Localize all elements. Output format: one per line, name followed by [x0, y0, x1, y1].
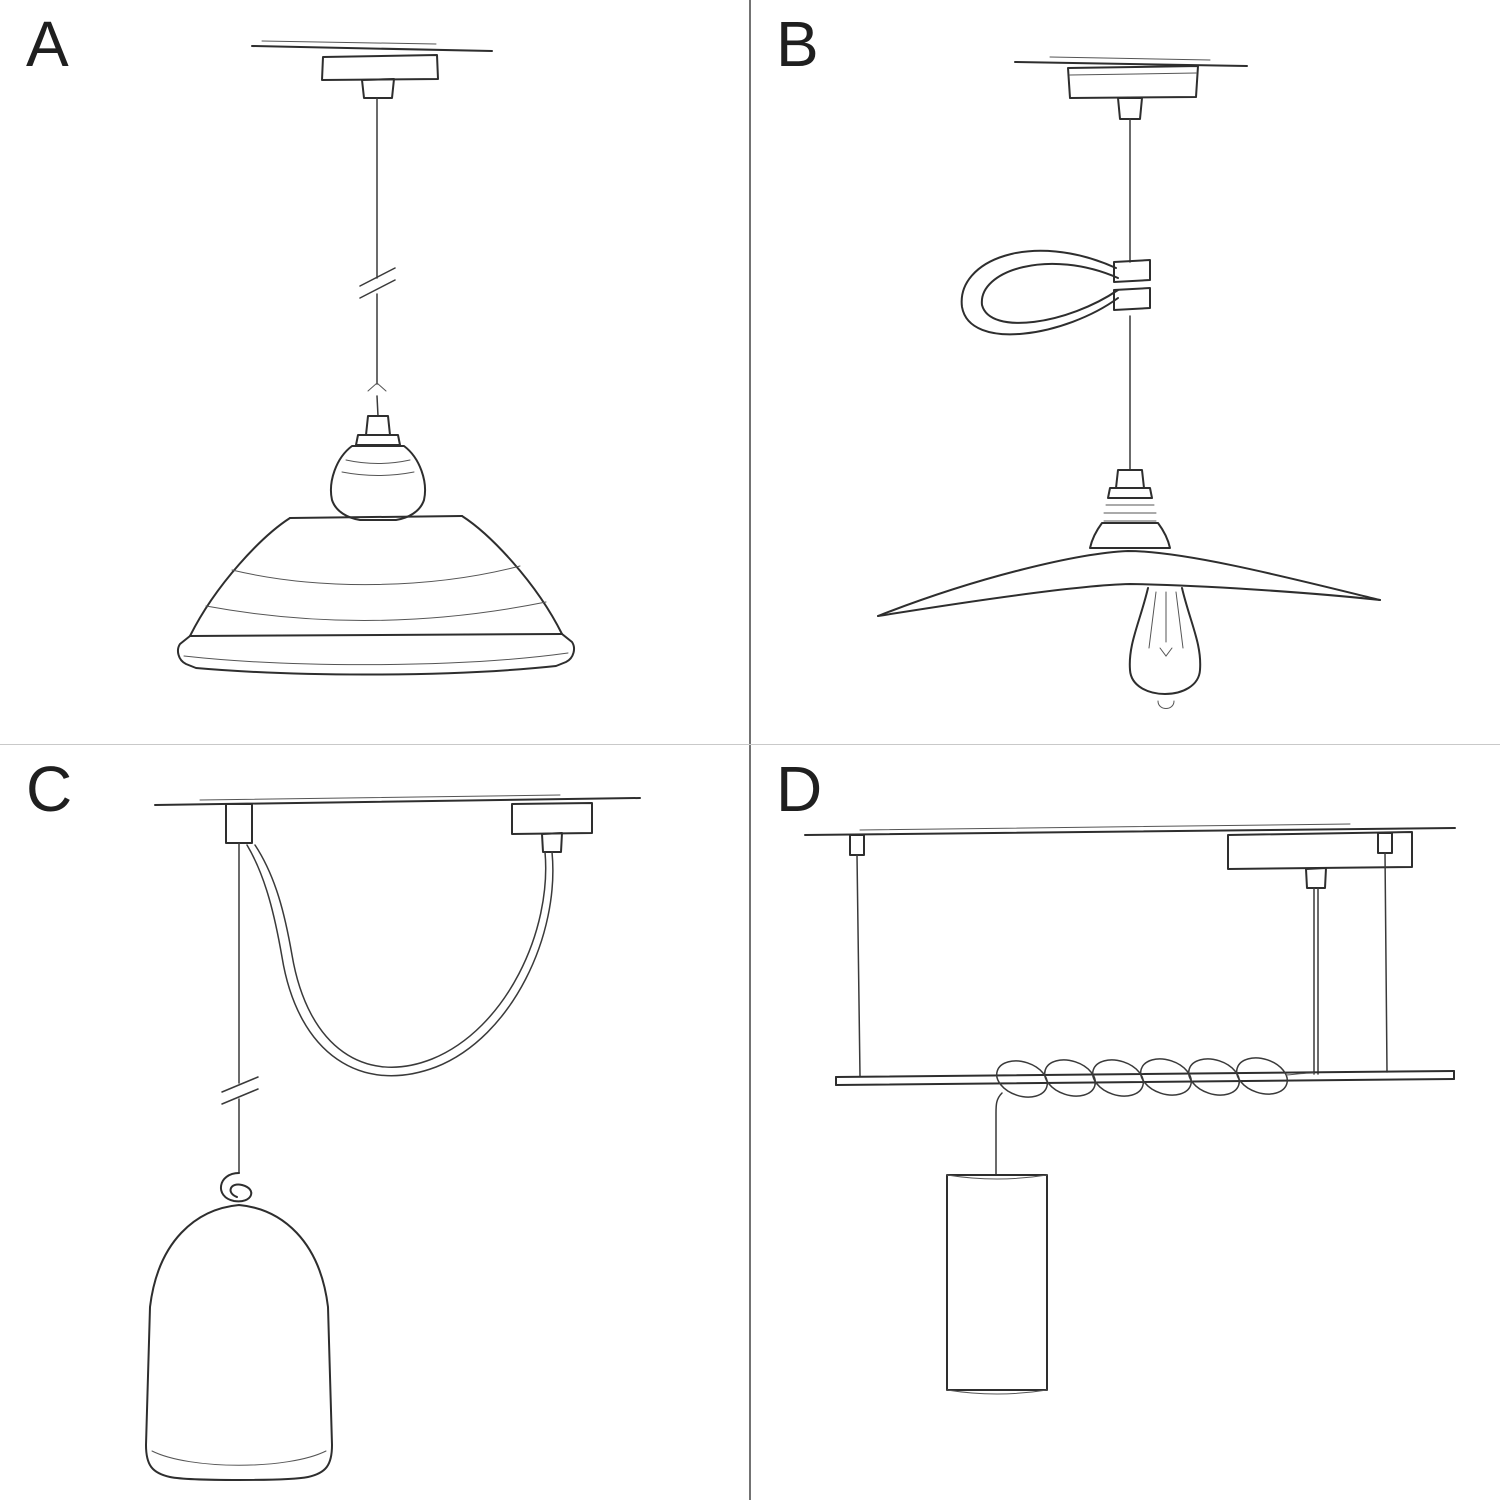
pendant-plate-shade-bulb-sketch	[877, 56, 1381, 709]
panel-label-a: A	[26, 8, 70, 80]
panel-a: A	[0, 0, 750, 745]
panel-label-b: B	[776, 8, 820, 80]
panel-label-c: C	[26, 753, 74, 825]
bar-suspension-cylinder-pendant-sketch	[804, 823, 1456, 1395]
panel-label-d: D	[776, 753, 824, 825]
panel-d: D	[750, 745, 1500, 1500]
swag-pendant-bell-shade-sketch	[145, 794, 641, 1481]
panel-c: C	[0, 745, 750, 1500]
panel-b: B	[750, 0, 1500, 745]
horizontal-divider	[0, 744, 1500, 745]
pendant-industrial-shade-sketch	[177, 40, 575, 676]
vertical-divider	[749, 0, 751, 1500]
